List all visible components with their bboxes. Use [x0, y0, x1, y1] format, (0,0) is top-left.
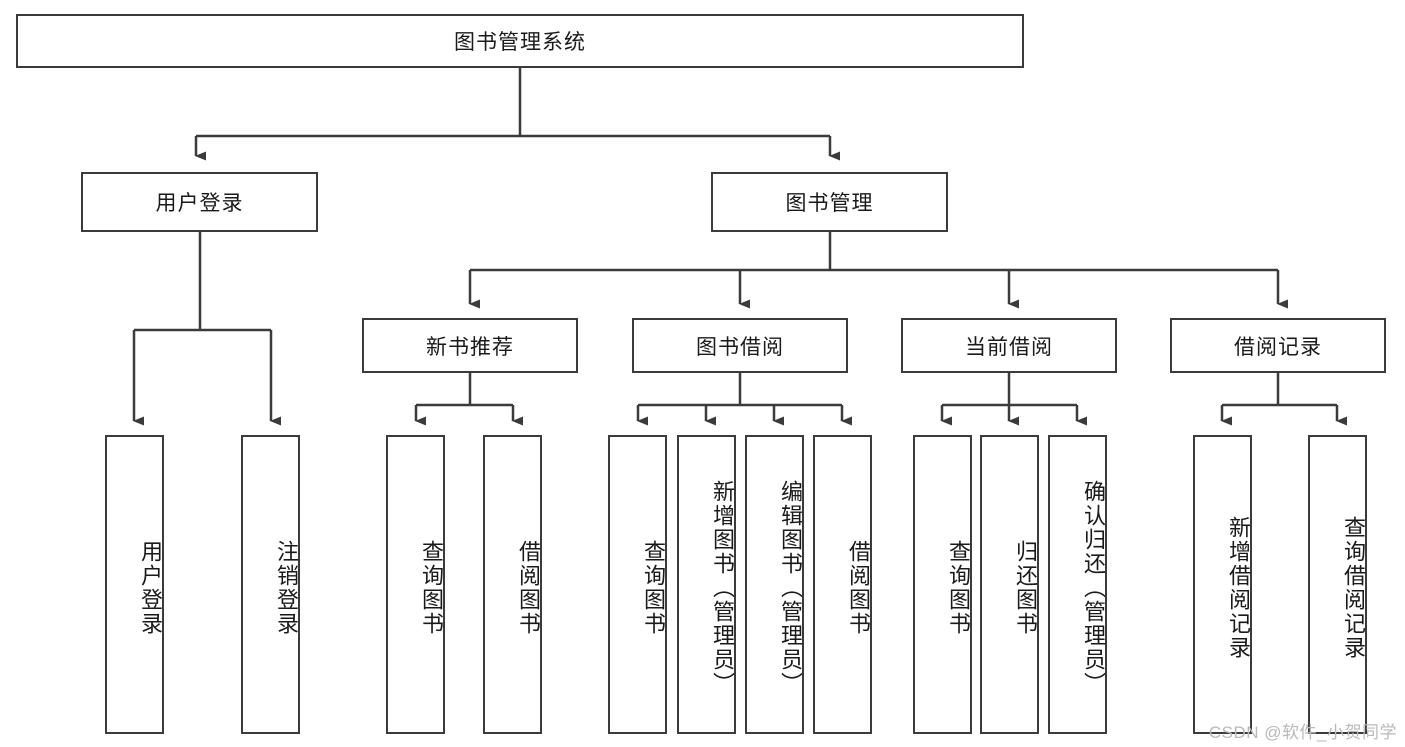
node-leaf-query-book-1-label: 查询图书 — [419, 539, 444, 636]
node-book-borrow[interactable]: 图书借阅 — [632, 318, 848, 373]
node-leaf-query-record[interactable]: 查询借阅记录 — [1308, 435, 1367, 734]
node-user-login-label: 用户登录 — [155, 192, 244, 215]
node-leaf-borrow-book-1-label: 借阅图书 — [516, 539, 541, 636]
node-book-borrow-label: 图书借阅 — [696, 335, 784, 359]
node-leaf-query-book-2-label: 查询图书 — [641, 539, 666, 636]
node-borrow-record[interactable]: 借阅记录 — [1170, 318, 1386, 373]
node-leaf-add-book-label: 新增图书（管理员） — [710, 479, 735, 696]
node-leaf-query-book-3-label: 查询图书 — [946, 539, 971, 636]
node-current-borrow[interactable]: 当前借阅 — [901, 318, 1117, 373]
node-current-borrow-label: 当前借阅 — [965, 335, 1053, 359]
node-new-book-recommend[interactable]: 新书推荐 — [362, 318, 578, 373]
node-leaf-borrow-book-2[interactable]: 借阅图书 — [813, 435, 872, 734]
node-leaf-query-book-3[interactable]: 查询图书 — [913, 435, 972, 734]
node-leaf-borrow-book-2-label: 借阅图书 — [846, 539, 871, 636]
node-leaf-logout[interactable]: 注销登录 — [241, 435, 300, 734]
node-leaf-edit-book-label: 编辑图书（管理员） — [778, 479, 803, 696]
node-leaf-borrow-book-1[interactable]: 借阅图书 — [483, 435, 542, 734]
node-root[interactable]: 图书管理系统 — [16, 14, 1024, 68]
node-user-login[interactable]: 用户登录 — [81, 172, 318, 232]
node-book-management-label: 图书管理 — [785, 192, 874, 215]
node-leaf-user-login-label: 用户登录 — [138, 539, 163, 636]
node-leaf-query-book-1[interactable]: 查询图书 — [386, 435, 445, 734]
node-borrow-record-label: 借阅记录 — [1234, 335, 1322, 359]
node-root-label: 图书管理系统 — [454, 31, 586, 54]
node-leaf-user-login[interactable]: 用户登录 — [105, 435, 164, 734]
node-leaf-query-book-2[interactable]: 查询图书 — [608, 435, 667, 734]
node-leaf-confirm-return[interactable]: 确认归还（管理员） — [1048, 435, 1107, 734]
csdn-watermark: CSDN @软件_小贺同学 — [1208, 723, 1397, 742]
node-leaf-add-book[interactable]: 新增图书（管理员） — [677, 435, 736, 734]
node-leaf-return-book-label: 归还图书 — [1013, 539, 1038, 636]
node-leaf-confirm-return-label: 确认归还（管理员） — [1081, 479, 1106, 696]
node-leaf-edit-book[interactable]: 编辑图书（管理员） — [745, 435, 804, 734]
node-book-management[interactable]: 图书管理 — [711, 172, 948, 232]
node-leaf-logout-label: 注销登录 — [274, 539, 299, 636]
node-leaf-add-record-label: 新增借阅记录 — [1226, 515, 1251, 660]
node-new-book-recommend-label: 新书推荐 — [426, 335, 514, 359]
node-leaf-return-book[interactable]: 归还图书 — [980, 435, 1039, 734]
node-leaf-query-record-label: 查询借阅记录 — [1341, 515, 1366, 660]
node-leaf-add-record[interactable]: 新增借阅记录 — [1193, 435, 1252, 734]
